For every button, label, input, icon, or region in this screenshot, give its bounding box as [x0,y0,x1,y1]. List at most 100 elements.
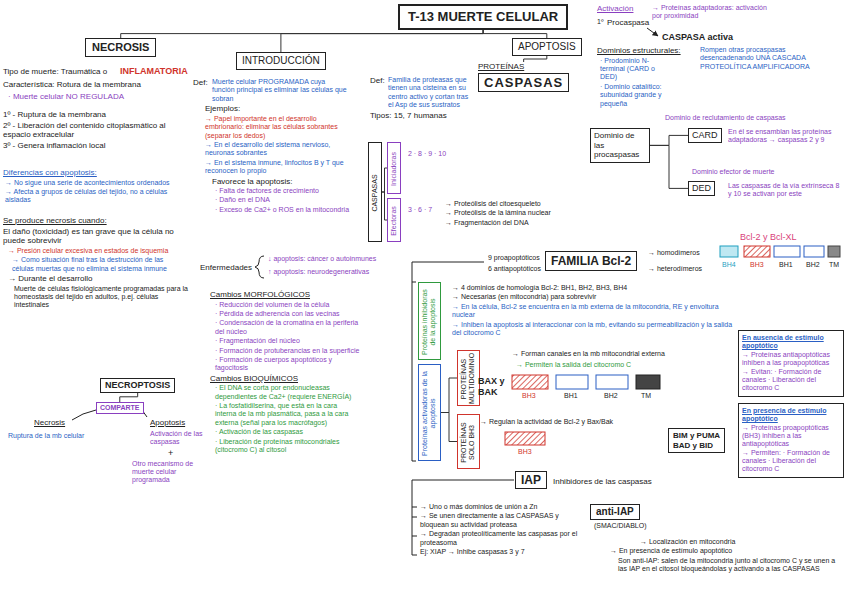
note-text: → En el sistema inmune, linfocitos B y T… [205,159,350,176]
note-text: CASPASA activa [662,32,733,43]
concept-box: PROTEÍNAS MULTIDOMINIO [457,350,480,406]
box-text: BAD y BID [673,441,720,451]
box-text: → Permiten: · Formación de canales · Lib… [742,449,840,474]
note-text: · Daño en el DNA [215,196,270,204]
note-text: BH4 [722,261,736,269]
note-text: ↓ apoptosis: cáncer o autoinmunes [268,255,376,263]
note-text: · Dominio catalítico: subunidad grande y… [600,83,662,108]
domain-bh4 [720,246,738,257]
concept-box: IAP [515,471,547,489]
note-text: 3º - Genera inflamación local [3,141,106,151]
note-text: → No sigue una serie de acontecimientos … [5,179,190,187]
box-text: COMPARTE [100,404,140,412]
note-text: + [168,448,173,459]
concept-box: Iniciadoras [387,142,401,194]
box-text: → Evitan: · Formación de canales · Liber… [742,368,840,393]
domain-bh1 [556,375,588,389]
note-text: Bcl-2 y Bcl-XL [740,232,797,243]
concept-box: NECROPTOSIS [100,378,175,393]
note-text: → Inhiben la apoptosis al interaccionar … [452,321,734,338]
note-text: · Formación de protuberancias en la supe… [215,347,360,355]
box-text: → Proteínas antiapoptóticas inhiben a la… [742,351,840,368]
connector [650,135,688,145]
connector [650,145,688,188]
note-text: → Necesarias (en mitocondria) para sobre… [452,293,734,301]
note-text: · Activación de las caspasas [215,428,360,436]
domain-bh1 [774,246,800,257]
note-text: → Localización en mitocondria [640,538,735,546]
note-text: → heterodímeros [648,265,702,273]
domain-bh2 [596,375,628,389]
note-text: · Formación de cuerpos apoptóticos y fag… [215,356,360,373]
note-text: 9 proapoptóticos [488,254,540,262]
box-text: PROTEÍNAS [478,62,569,72]
box-text: Efectoras [390,202,398,240]
box-text: CASPASAS [371,146,379,240]
leader-line [412,262,484,282]
concept-box: APOPTOSIS [512,38,582,56]
domain-bh3 [512,375,548,389]
note-text: 3 · 6 · 7 [408,206,432,214]
brace [255,256,264,278]
box-text: NECROSIS [92,41,149,54]
domain-tm [828,246,840,257]
note-text: Tipos: 15, 7 humanas [370,111,447,121]
note-text: Procaspasa [607,18,649,28]
note-text: → En el desarrollo del sistema nervioso,… [205,141,350,158]
note-text: → Durante el desarrollo [8,274,92,284]
note-text: · Pérdida de adherencia con las vecinas [215,310,360,318]
box-text: BIM y PUMA [673,431,720,441]
concept-box: PROTEÍNAS SOLO BH3 [457,414,480,469]
note-text: BH3 [522,392,536,400]
note-text: Diferencias con apoptosis: [3,168,97,178]
note-text: 1º [597,18,603,26]
note-text: 2º - Liberación del contenido citoplasmá… [3,121,188,140]
note-text: Ruptura de la mb celular [8,432,98,440]
note-text: · Prodominio N-terminal (CARD o DED) [600,57,662,82]
note-text: Muerte celular PROGRAMADA cuya función p… [212,78,347,103]
note-text: BH3 [518,448,532,456]
note-text: → Degradan proteolíticamente las caspasa… [420,530,585,547]
connector [281,30,483,52]
concept-box: Proteínas inhibidoras de la apoptosis [418,282,441,360]
note-text: Muerte de células fisiológicamente progr… [14,285,189,310]
note-text: · Fragmentación del núcleo [215,337,360,345]
note-text: Activación [597,4,633,14]
note-text: Dominio efector de muerte [692,168,774,176]
note-text: El daño (toxicidad) es tan grave que la … [3,227,188,246]
note-text: Son anti-IAP: salen de la mitocondria ju… [618,557,843,574]
note-text: → 4 dominios de homología Bcl-2: BH1, BH… [452,284,734,292]
note-text: 6 antiapoptóticos [488,265,541,273]
note-text: BH2 [806,261,820,269]
note-text: Enfermedades [200,263,252,273]
box-text: Iniciadoras [390,146,398,192]
note-text: Necrosis [34,418,65,428]
domain-bh3 [505,432,545,445]
note-text: → Proteínas adaptadoras: activación por … [652,4,770,21]
note-text: → Presión celular excesiva en estados de… [8,247,188,255]
box-text: En presencia de estímulo apoptótico [742,407,840,424]
note-text: → Fragmentación del DNA [445,219,585,227]
note-text: · Liberación de proteínas mitocondriales… [215,438,360,455]
note-text: · Condensación de la cromatina en la per… [215,319,360,336]
note-text: Dominio de reclutamiento de caspasas [665,114,786,122]
note-text: BH2 [604,392,618,400]
note-text: · Muerte celular NO REGULADA [8,92,124,102]
note-text: TM [829,261,839,269]
note-text: Familia de proteasas que tienen una cist… [388,76,474,110]
note-text: Rompen otras procaspasas desencadenando … [700,46,840,71]
note-text: → Forman canales en la mb mitocondrial e… [512,350,665,358]
note-text: → Regulan la actividad de Bcl-2 y Bax/Ba… [480,418,613,426]
concept-box: Dominio de las procaspasas [590,128,650,163]
concept-box: DED [688,181,715,196]
concept-box: COMPARTE [96,402,144,414]
box-text: NECROPTOSIS [105,380,170,391]
concept-box: FAMILIA Bcl-2 [545,251,637,271]
note-text: Ejemplos: [205,104,240,114]
note-text: · Falta de factores de crecimiento [215,187,319,195]
note-text: · La fosfatidilserina, que está en la ca… [215,402,360,427]
concept-box: T-13 MUERTE CELULAR [398,4,568,30]
note-text: · Exceso de Ca2+ o ROS en la mitocondria [215,206,349,214]
note-text: En él se ensamblan las proteínas adaptad… [728,128,844,145]
